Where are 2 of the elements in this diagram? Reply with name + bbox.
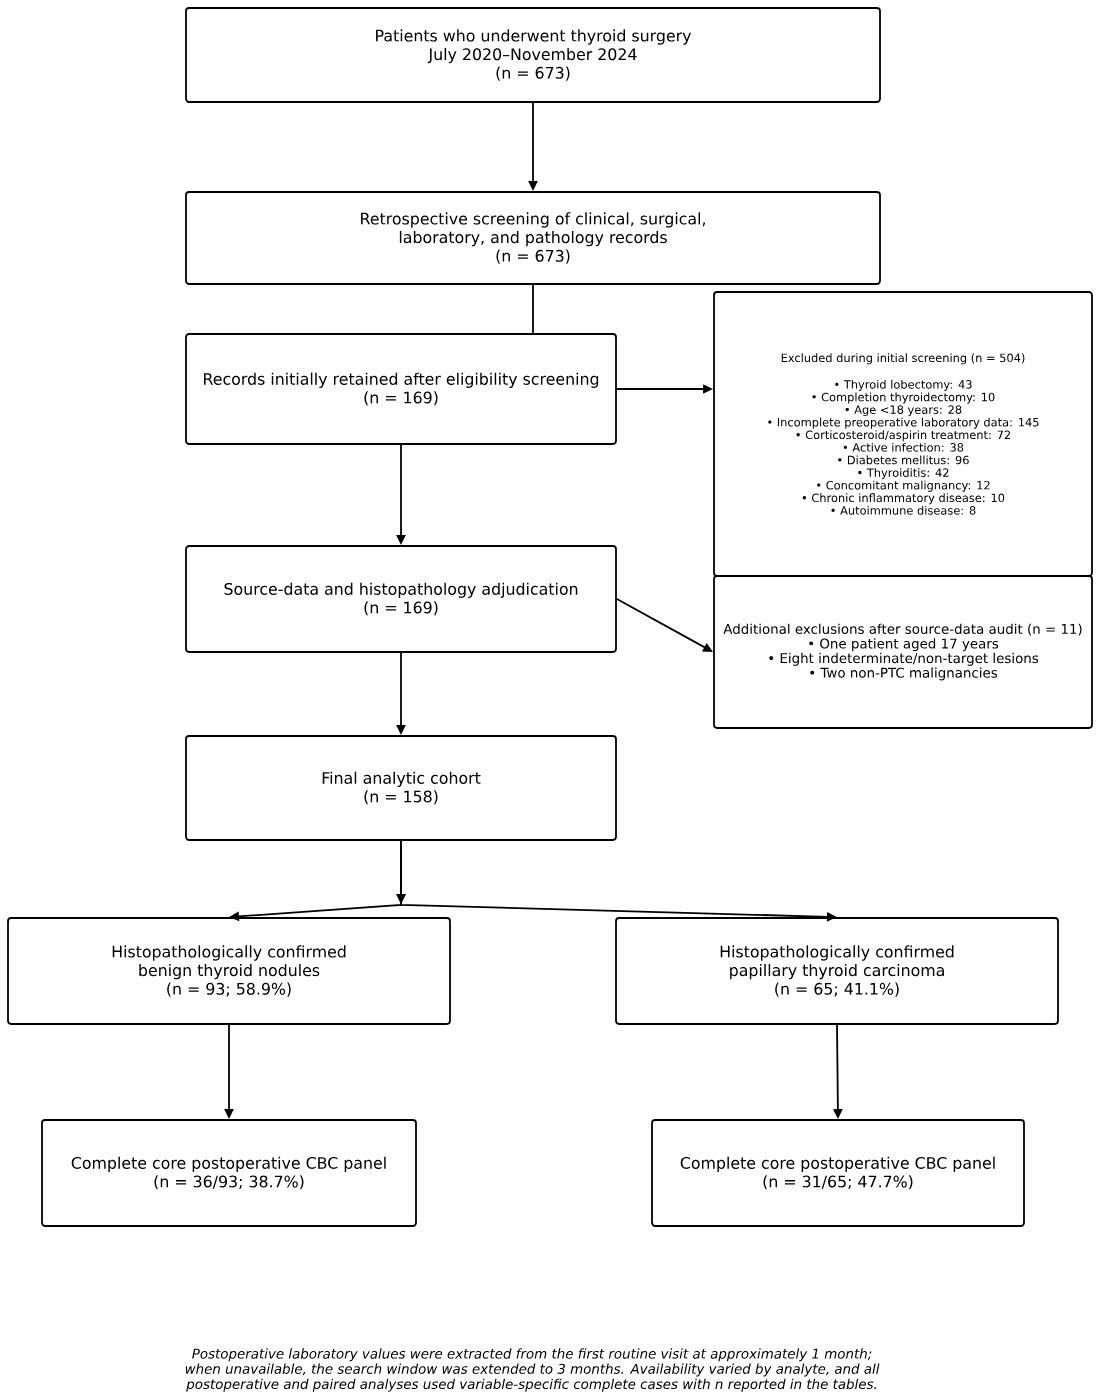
- connector-line: [532, 284, 534, 334]
- arrow: [616, 598, 713, 652]
